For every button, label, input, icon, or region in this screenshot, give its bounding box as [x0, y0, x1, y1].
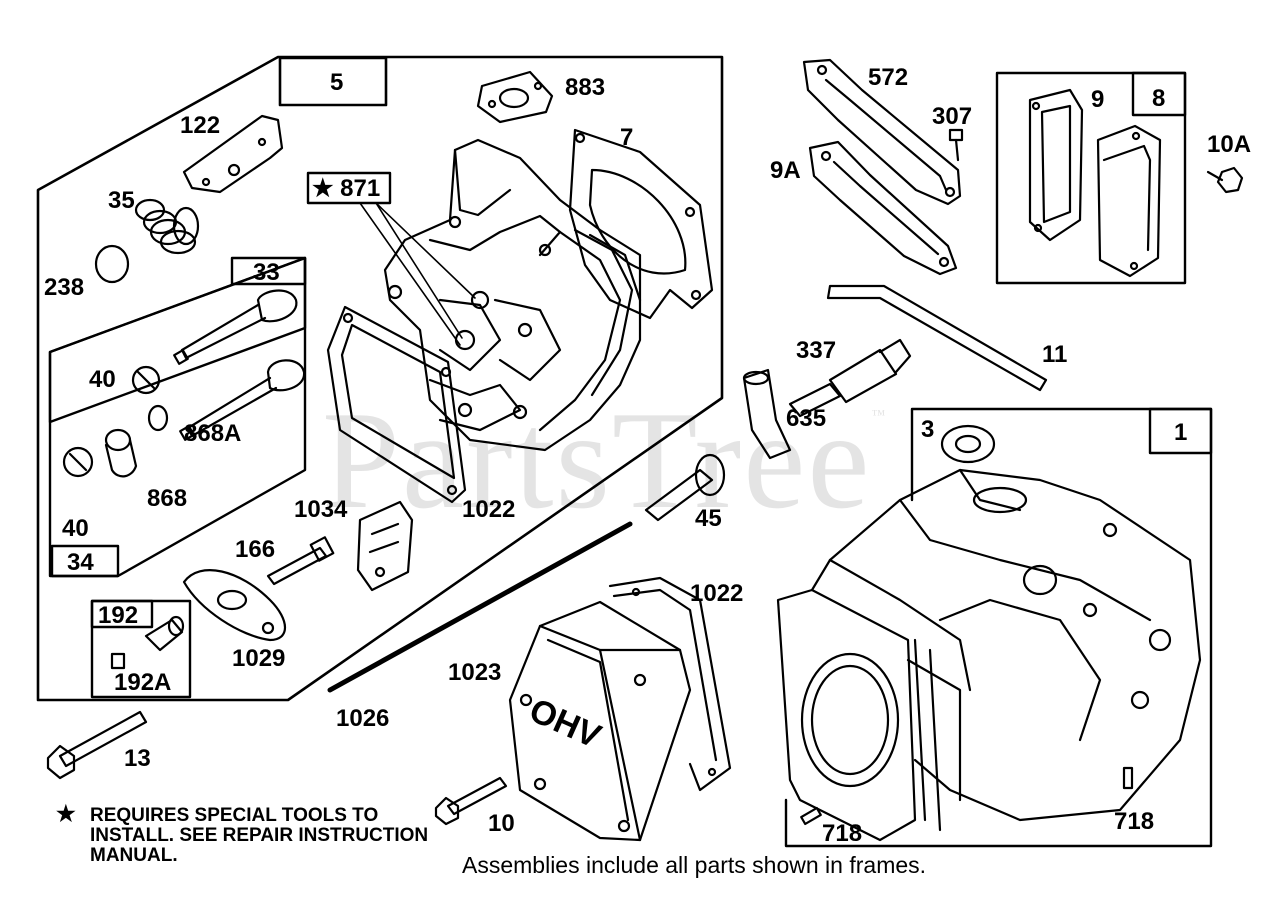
part-number-labels: 883 7 122 35 238 40 868A 868 40 1034 102… [44, 64, 1251, 847]
screw-307-drawing [948, 128, 964, 162]
label-45: 45 [695, 505, 722, 532]
label-10a: 10A [1207, 131, 1251, 158]
pin-718-left-drawing [800, 806, 822, 826]
spring-35-drawing [134, 198, 200, 255]
label-9a: 9A [770, 157, 801, 184]
valve-33-drawing [173, 289, 298, 365]
label-1023: 1023 [448, 659, 501, 686]
pin-718-right-drawing [1122, 766, 1134, 790]
callout-871-leaders [359, 202, 476, 346]
gasket-572-drawing [802, 58, 962, 206]
frame-8-tab [1131, 71, 1187, 117]
cylinder-head-drawing [383, 138, 642, 452]
label-3: 3 [921, 416, 934, 443]
label-718-left: 718 [822, 820, 862, 847]
special-tools-note-text: REQUIRES SPECIAL TOOLS TO INSTALL. SEE R… [90, 805, 429, 866]
assemblies-footnote: Assemblies include all parts shown in fr… [462, 852, 927, 878]
spark-plug-337-drawing [788, 338, 912, 418]
label-1022-lower: 1022 [690, 580, 743, 607]
screw-10a-drawing [1206, 166, 1244, 194]
frame-192-label: 192 [98, 602, 138, 629]
callout-871-box [306, 171, 392, 205]
bolt-10-drawing [434, 776, 508, 826]
frame-34-label: 34 [67, 549, 94, 576]
gasket-9a-drawing [808, 140, 958, 276]
watermark-tm: ™ [871, 408, 888, 423]
label-572: 572 [868, 64, 908, 91]
label-192a: 192A [114, 669, 171, 696]
frame-33-tab [230, 256, 307, 286]
frame-8-outline [995, 71, 1187, 285]
label-166: 166 [235, 536, 275, 563]
label-307: 307 [932, 103, 972, 130]
rocker-1029-drawing [182, 569, 286, 642]
frame-34-tab [50, 544, 120, 578]
seal-40-lower-drawing [62, 446, 94, 478]
label-718-right: 718 [1114, 808, 1154, 835]
frame-34-outline [48, 256, 307, 578]
seal-868-drawing [104, 428, 138, 478]
label-9: 9 [1091, 86, 1104, 113]
bolt-13-drawing [46, 710, 148, 780]
plate-122-drawing [182, 114, 284, 194]
engine-block-1-drawing [776, 468, 1202, 842]
gasket-9-drawing [1028, 88, 1084, 242]
screw-192a-drawing [110, 615, 185, 670]
label-40-lower: 40 [62, 515, 89, 542]
label-7: 7 [620, 124, 633, 151]
frame-1-label: 1 [1174, 419, 1187, 446]
callout-871-label: ★ 871 [312, 175, 380, 202]
breather-8-drawing [1096, 124, 1162, 278]
label-868: 868 [147, 485, 187, 512]
label-35: 35 [108, 187, 135, 214]
frame-5-label: 5 [330, 69, 343, 96]
label-10: 10 [488, 810, 515, 837]
gasket-1022-lower-drawing [608, 576, 732, 792]
tube-11-drawing [826, 284, 1048, 392]
label-1026: 1026 [336, 705, 389, 732]
label-1029: 1029 [232, 645, 285, 672]
seal-40-upper-drawing [131, 365, 161, 395]
tube-45-drawing [644, 453, 726, 522]
label-11: 11 [1042, 341, 1067, 368]
plate-1034-drawing [356, 500, 414, 592]
frame-5-outline [36, 55, 724, 702]
frame-5-tab [278, 56, 388, 107]
frame-33-label: 33 [253, 259, 280, 286]
label-1034: 1034 [294, 496, 348, 523]
rocker-cover-1023-drawing [508, 600, 692, 842]
star-icon: ★ [56, 801, 76, 826]
washer-868a-drawing [147, 404, 169, 432]
label-238: 238 [44, 274, 84, 301]
label-635: 635 [786, 405, 826, 432]
gasket-1022-upper-drawing [326, 305, 467, 504]
label-868a: 868A [184, 420, 241, 447]
rocker-cover-ohv-text: OHV [524, 691, 607, 756]
special-tools-note: ★ REQUIRES SPECIAL TOOLS TO INSTALL. SEE… [56, 803, 442, 866]
boot-635-drawing [742, 368, 792, 460]
seal-3-drawing [940, 424, 996, 464]
frame-1-tab [1148, 407, 1213, 455]
frame-192-tab [90, 599, 154, 629]
stud-166-drawing [266, 536, 335, 586]
frame-1-outline [784, 407, 1213, 848]
gasket-883-drawing [476, 70, 554, 124]
label-40-upper: 40 [89, 366, 116, 393]
valve-34-drawing [179, 359, 306, 441]
label-337: 337 [796, 337, 836, 364]
frame-8-label: 8 [1152, 85, 1165, 112]
label-1022-upper: 1022 [462, 496, 515, 523]
pushrod-1026-drawing [327, 521, 633, 693]
watermark-text: PartsTree [322, 383, 872, 538]
label-122: 122 [180, 112, 220, 139]
label-13: 13 [124, 745, 151, 772]
watermark: PartsTree™ [322, 380, 887, 541]
cap-238-drawing [94, 244, 130, 284]
label-883: 883 [565, 74, 605, 101]
